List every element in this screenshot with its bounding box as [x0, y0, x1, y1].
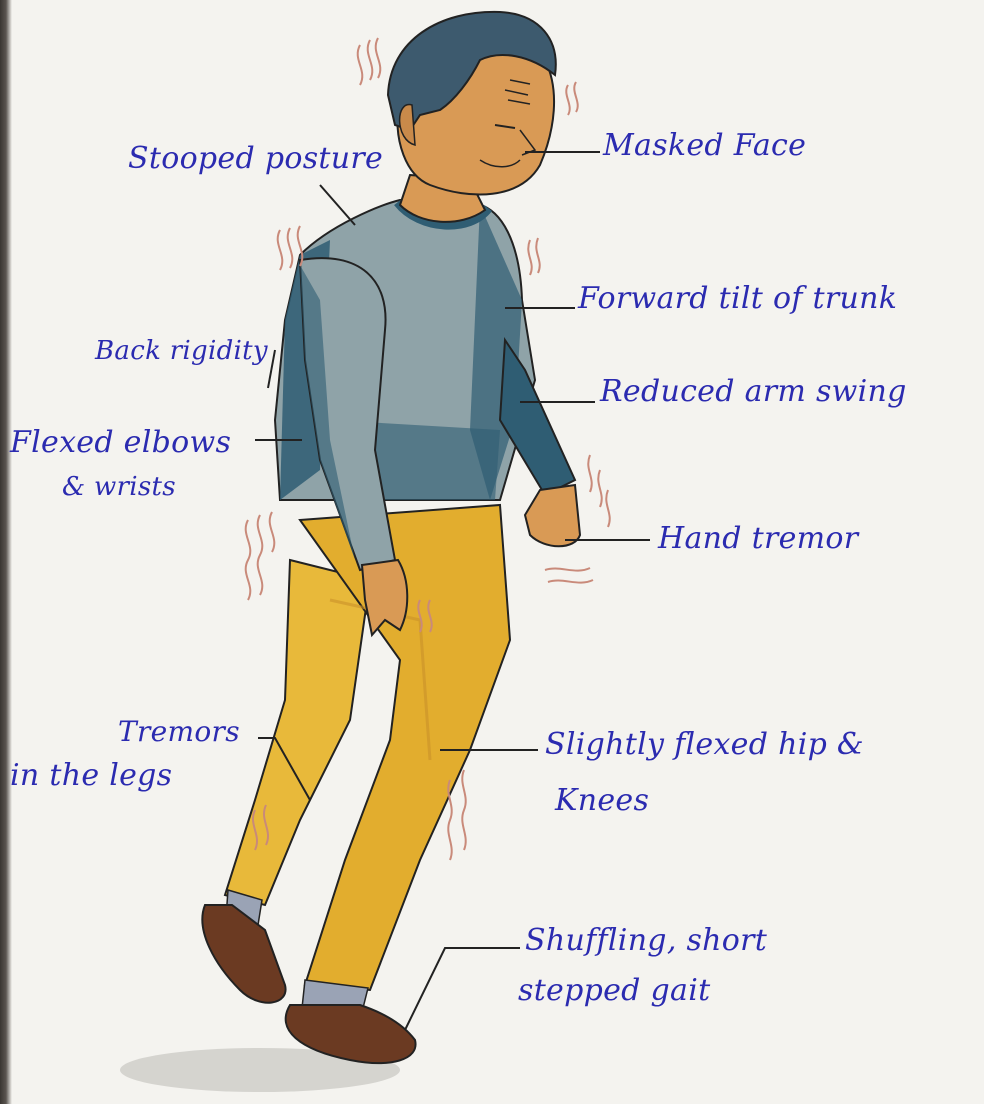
label-hand-tremor: Hand tremor: [658, 520, 858, 558]
label-flexed-elbows-line1: Flexed elbows: [10, 424, 231, 462]
label-gait-line1: Shuffling, short: [525, 922, 767, 960]
label-reduced-arm-swing: Reduced arm swing: [600, 373, 907, 411]
label-tremors-legs-line1: Tremors: [118, 713, 240, 751]
label-gait-line2: stepped gait: [518, 972, 710, 1010]
label-hip-knees-line1: Slightly flexed hip &: [545, 726, 864, 764]
label-stooped-posture: Stooped posture: [128, 140, 383, 178]
label-back-rigidity: Back rigidity: [95, 332, 268, 370]
leader-back-rigidity: [268, 350, 275, 388]
label-forward-tilt: Forward tilt of trunk: [578, 280, 897, 318]
leader-stooped-posture: [320, 185, 355, 225]
back-shoe: [202, 905, 285, 1003]
leader-gait: [405, 948, 520, 1030]
far-arm: [500, 340, 575, 495]
label-hip-knees-line2: Knees: [555, 782, 649, 820]
label-flexed-elbows-line2: & wrists: [62, 468, 176, 506]
label-tremors-legs-line2: in the legs: [10, 757, 172, 795]
far-hand: [525, 485, 580, 546]
label-masked-face: Masked Face: [603, 127, 806, 165]
